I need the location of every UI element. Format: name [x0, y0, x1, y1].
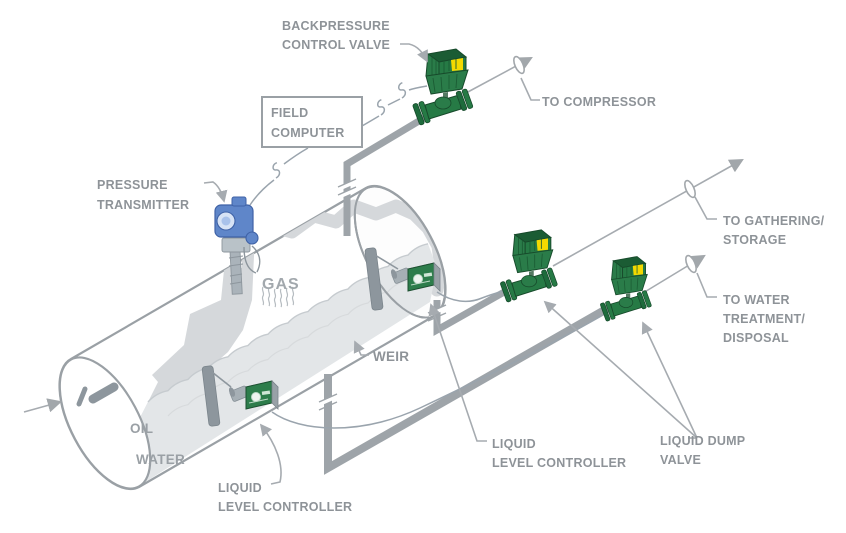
to-gathering-leader — [694, 196, 717, 220]
outlet-pipes — [465, 55, 744, 294]
weir-leader — [353, 340, 369, 356]
oil-outlet-pipe — [433, 287, 508, 336]
computer-to-valve-signal — [361, 115, 380, 127]
gas-pipe-break-symbol — [337, 178, 357, 200]
inlet-flow-arrow — [23, 382, 119, 413]
pt-signal-cont — [283, 147, 309, 165]
gathering-pipe-ellipse-symbol — [684, 179, 696, 199]
liquid-dump-valve-oil — [499, 229, 559, 303]
valve-signal-cont — [387, 98, 401, 106]
internal-baffle-plate — [201, 365, 232, 427]
backpressure-leader — [400, 43, 428, 63]
gathering-pipe — [552, 158, 744, 267]
signal-squiggle-icon — [397, 82, 407, 99]
gas-vapor-squiggles — [261, 286, 295, 308]
pressure-transmitter-leader — [203, 181, 228, 203]
dump-valve-label-line1: LIQUID DUMP — [660, 434, 745, 448]
field-computer: FIELD COMPUTER — [261, 96, 363, 148]
to-gathering-label-line1: TO GATHERING/ — [723, 214, 825, 228]
dump-valve-label-line2: VALVE — [660, 453, 701, 467]
field-computer-label-line1: FIELD — [271, 106, 308, 120]
leader-lines — [203, 43, 717, 485]
llc2-to-oil-valve-signal — [436, 289, 508, 303]
llc-right-label-line1: LIQUID — [492, 437, 536, 451]
backpressure-valve-label-line1: BACKPRESSURE — [282, 19, 390, 33]
weir-plate — [364, 247, 399, 311]
dump-valve-leader-oil — [543, 300, 698, 439]
shell-cut-face-left — [125, 214, 255, 448]
diagram-labels: BACKPRESSURE CONTROL VALVE PRESSURE TRAN… — [97, 19, 825, 514]
oil-label: OIL — [130, 421, 153, 436]
backpressure-valve-label-line2: CONTROL VALVE — [282, 38, 390, 52]
to-water-label-line3: DISPOSAL — [723, 331, 789, 345]
compressor-pipe-ellipse-symbol — [513, 55, 525, 75]
llc-left-leader — [259, 423, 282, 485]
to-compressor-label: TO COMPRESSOR — [542, 95, 656, 109]
to-water-leader — [696, 272, 717, 298]
dump-valve-leader-water — [641, 321, 698, 439]
signal-squiggle-icon — [376, 99, 386, 116]
llc-left-label-line1: LIQUID — [218, 481, 262, 495]
signal-lines — [249, 82, 611, 429]
to-water-label-line2: TREATMENT/ — [723, 312, 805, 326]
pressure-transmitter — [214, 196, 261, 295]
water-pipe-break-symbol — [318, 393, 338, 411]
weir-label: WEIR — [373, 349, 409, 364]
pressure-transmitter-label-line1: PRESSURE — [97, 178, 168, 192]
llc-left-label-line2: LEVEL CONTROLLER — [218, 500, 352, 514]
to-gathering-label-line2: STORAGE — [723, 233, 786, 247]
separator-vessel — [23, 184, 447, 491]
water-label: WATER — [136, 452, 185, 467]
valve-signal-end — [408, 85, 428, 91]
gas-outlet-pipe — [343, 114, 426, 236]
inlet-nozzle-tick — [76, 386, 88, 407]
pressure-transmitter-label-line2: TRANSMITTER — [97, 198, 189, 212]
llc-right-label-line2: LEVEL CONTROLLER — [492, 456, 626, 470]
llc-right-leader — [428, 303, 487, 442]
gas-label: GAS — [262, 276, 300, 293]
inlet-nozzle — [88, 382, 119, 404]
to-compressor-leader — [520, 77, 540, 101]
to-water-label-line1: TO WATER — [723, 293, 790, 307]
pt-to-computer-signal — [249, 179, 275, 206]
water-pipe-ellipse-symbol — [685, 254, 697, 274]
signal-squiggle-icon — [272, 162, 281, 179]
field-computer-label-line2: COMPUTER — [271, 126, 345, 140]
field-computer-box — [261, 96, 363, 148]
llc1-to-water-valve-signal — [271, 310, 611, 429]
liquid-fill — [122, 243, 437, 486]
